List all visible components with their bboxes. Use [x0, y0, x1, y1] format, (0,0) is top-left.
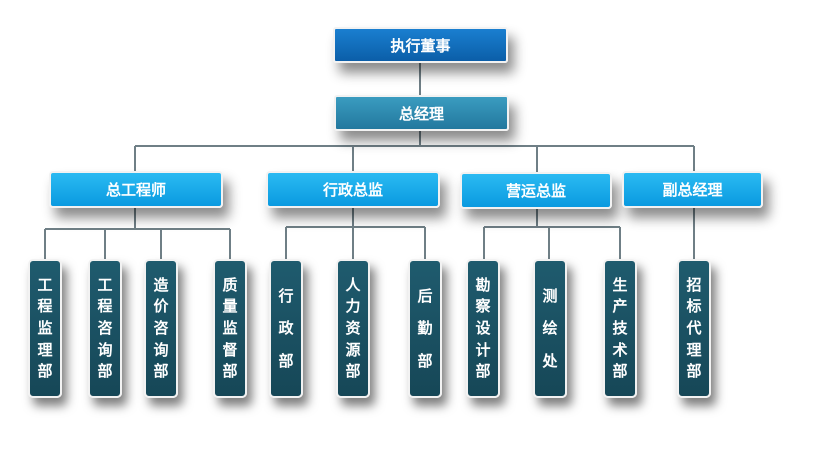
department-char: 测: [542, 286, 558, 305]
department-char: 源: [345, 340, 361, 359]
department-char: 部: [612, 362, 628, 381]
department-char: 部: [153, 362, 169, 381]
department-char: 代: [686, 318, 702, 337]
department-char: 理: [686, 340, 702, 359]
department-char: 力: [345, 297, 361, 316]
department-char: 部: [686, 362, 702, 381]
department-char: 勤: [417, 319, 433, 337]
department-node: 造价咨询部: [144, 259, 178, 398]
department-char: 设: [475, 318, 491, 337]
department-char: 询: [153, 340, 169, 359]
department-char: 督: [222, 340, 238, 359]
director-chief-engineer: 总工程师: [49, 171, 223, 208]
department-char: 量: [222, 297, 238, 316]
department-char: 询: [97, 340, 113, 359]
department-char: 部: [222, 362, 238, 381]
director-deputy-gm: 副总经理: [622, 171, 763, 208]
department-node: 后勤部: [408, 259, 442, 398]
department-char: 部: [417, 351, 433, 370]
department-char: 理: [37, 340, 53, 359]
department-char: 察: [475, 297, 491, 316]
department-char: 绘: [542, 319, 558, 337]
department-char: 监: [222, 318, 238, 337]
department-char: 程: [97, 297, 113, 316]
department-char: 工: [97, 275, 113, 294]
department-char: 勘: [475, 275, 491, 294]
department-char: 咨: [153, 318, 169, 337]
director-admin: 行政总监: [266, 171, 440, 208]
department-char: 质: [222, 275, 238, 294]
department-char: 程: [37, 297, 53, 316]
department-char: 工: [37, 275, 53, 294]
department-char: 部: [37, 362, 53, 381]
department-char: 处: [542, 351, 558, 370]
department-node: 测绘处: [533, 259, 567, 398]
department-char: 部: [278, 351, 294, 370]
general-manager-node: 总经理: [334, 95, 509, 131]
department-char: 部: [97, 362, 113, 381]
department-char: 资: [345, 318, 361, 337]
department-char: 政: [278, 319, 294, 337]
department-char: 监: [37, 318, 53, 337]
department-char: 人: [345, 275, 361, 294]
department-node: 人力资源部: [336, 259, 370, 398]
department-node: 质量监督部: [213, 259, 247, 398]
department-char: 产: [612, 297, 628, 316]
department-node: 工程咨询部: [88, 259, 122, 398]
department-node: 生产技术部: [603, 259, 637, 398]
department-char: 生: [612, 275, 628, 294]
department-char: 计: [475, 340, 491, 359]
department-char: 后: [417, 286, 433, 305]
department-char: 招: [686, 275, 702, 294]
chairman-node: 执行董事: [333, 27, 508, 63]
department-char: 造: [153, 275, 169, 294]
department-node: 工程监理部: [28, 259, 62, 398]
department-char: 部: [345, 362, 361, 381]
department-char: 技: [612, 318, 628, 337]
department-node: 行政部: [269, 259, 303, 398]
department-char: 咨: [97, 318, 113, 337]
department-char: 术: [612, 340, 628, 359]
director-operations: 营运总监: [460, 172, 612, 209]
department-char: 部: [475, 362, 491, 381]
department-char: 行: [278, 286, 294, 305]
department-char: 标: [686, 297, 702, 316]
department-node: 招标代理部: [677, 259, 711, 398]
department-char: 价: [153, 297, 169, 316]
department-node: 勘察设计部: [466, 259, 500, 398]
